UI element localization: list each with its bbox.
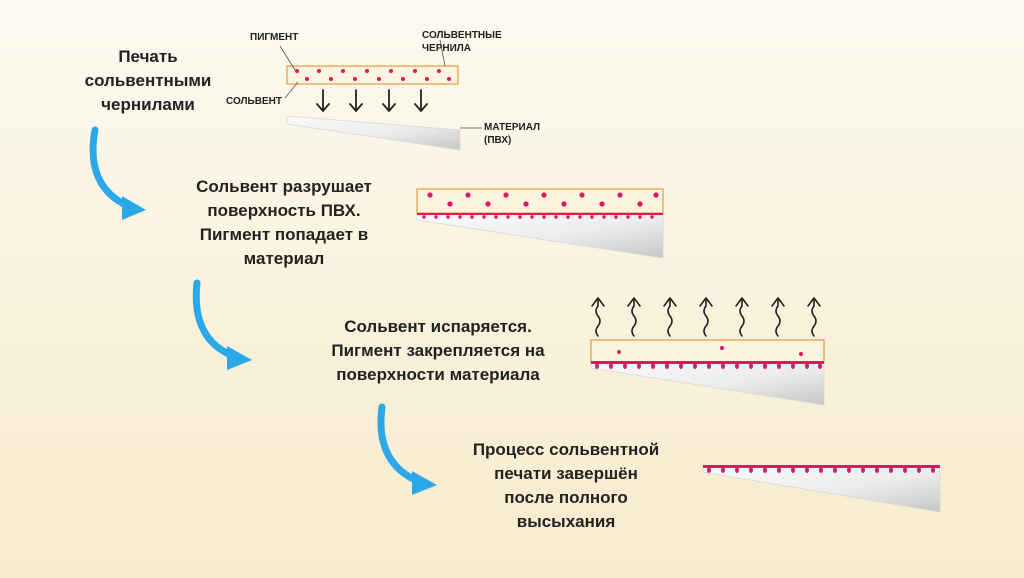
flow-arrow-1	[89, 126, 146, 220]
step-1-line-2: сольвентными	[84, 71, 212, 90]
step-4-line-2: печати завершён	[494, 464, 638, 483]
solvent-ink-layer	[286, 65, 459, 85]
pvc-material-stage-4	[702, 466, 941, 513]
step-3-line-3: поверхности материала	[336, 365, 540, 384]
step-1-line-3: чернилами	[101, 95, 195, 114]
step-2-line-4: материал	[243, 249, 325, 268]
step-3-text: Сольвент испаряется. Пигмент закрепляетс…	[296, 315, 580, 387]
step-4-line-3: после полного	[504, 488, 628, 507]
ink-layer-stage-3	[590, 339, 825, 363]
stage-2-diagram	[416, 188, 664, 259]
step-4-line-1: Процесс сольвентной	[472, 440, 660, 459]
flow-arrow-2	[192, 279, 252, 370]
label-material: МАТЕРИАЛ (ПВХ)	[484, 121, 540, 147]
step-1-line-1: Печать	[118, 47, 178, 66]
label-material-line-2: (ПВХ)	[484, 135, 512, 146]
ink-layer-stage-2	[416, 188, 664, 214]
step-3-line-2: Пигмент закрепляется на	[331, 341, 545, 360]
final-pigment-stage-4	[703, 465, 940, 473]
label-solvent-ink: СОЛЬВЕНТНЫЕ ЧЕРНИЛА	[422, 29, 502, 55]
step-4-line-4: высыхания	[516, 512, 616, 531]
step-2-line-2: поверхность ПВХ.	[207, 201, 361, 220]
label-solvent-ink-line-1: СОЛЬВЕНТНЫЕ	[422, 30, 502, 41]
label-solvent: СОЛЬВЕНТ	[226, 96, 282, 107]
fixed-pigment-stage-3	[591, 361, 824, 369]
label-pigment: ПИГМЕНТ	[250, 32, 299, 43]
pigment-particles-stage-2	[427, 192, 659, 207]
stage-3-diagram	[590, 297, 825, 406]
pvc-material-stage-3	[590, 362, 825, 406]
step-1-text: Печать сольвентными чернилами	[68, 45, 228, 117]
stage-4-diagram	[702, 465, 941, 513]
pvc-material-stage-2	[416, 213, 664, 259]
absorbed-pigment-stage-2	[417, 213, 663, 219]
pvc-material	[286, 115, 461, 151]
label-solvent-ink-line-2: ЧЕРНИЛА	[422, 43, 472, 54]
stage-1-diagram	[279, 39, 482, 151]
down-arrows	[316, 89, 428, 113]
evaporation-arrows	[591, 297, 821, 337]
flow-arrow-3	[377, 403, 437, 495]
step-2-line-3: Пигмент попадает в	[199, 225, 369, 244]
label-material-line-1: МАТЕРИАЛ	[484, 122, 541, 133]
pigment-particles	[295, 69, 451, 81]
step-2-text: Сольвент разрушает поверхность ПВХ. Пигм…	[168, 175, 400, 271]
step-3-line-1: Сольвент испаряется.	[344, 317, 532, 336]
step-4-text: Процесс сольвентной печати завершён посл…	[446, 438, 686, 534]
step-2-line-1: Сольвент разрушает	[196, 177, 372, 196]
